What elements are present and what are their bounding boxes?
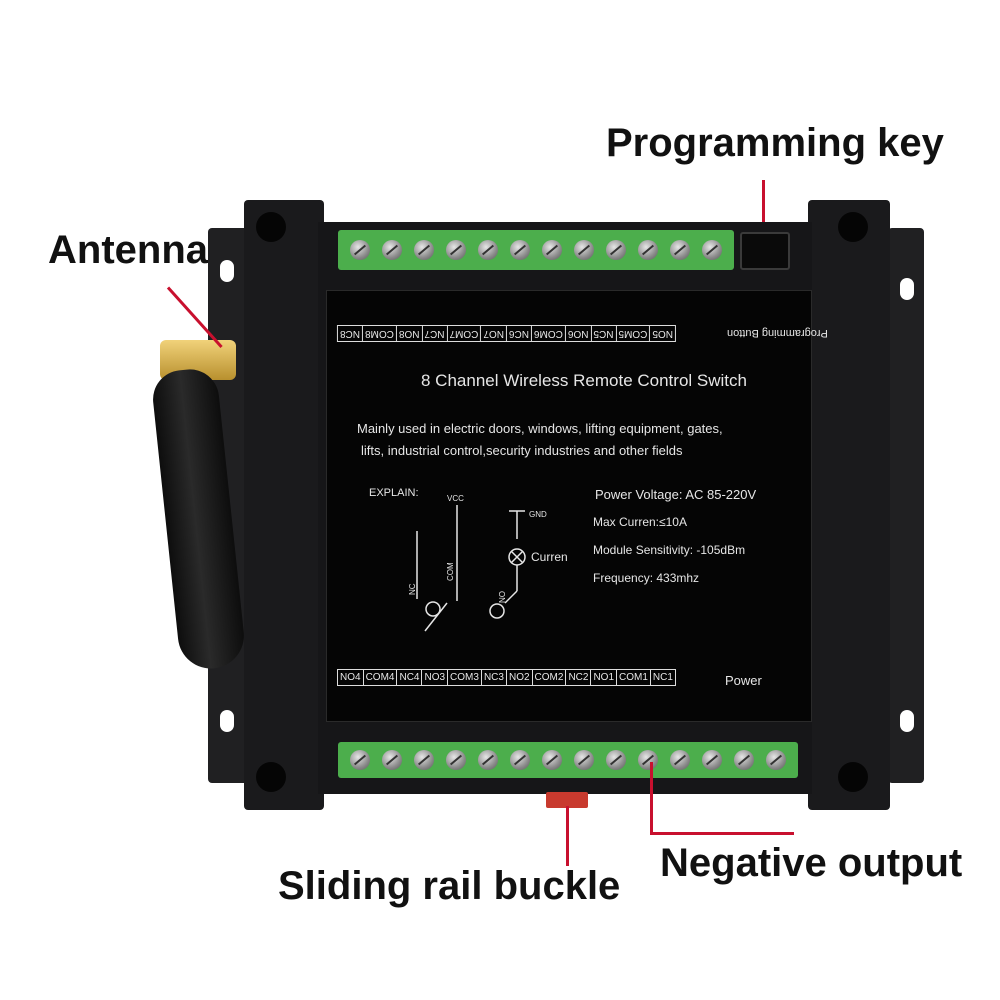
no-label: NO	[498, 591, 507, 603]
terminal-label: NO1	[591, 670, 618, 685]
enclosure-left	[244, 200, 324, 810]
terminal-label: COM5	[615, 326, 650, 341]
terminal-screw	[574, 750, 594, 770]
bottom-terminal-labels: NO4 COM4 NC4 NO3 COM3 NC3 NO2 COM2 NC2 N…	[337, 669, 676, 686]
enclosure-right	[808, 200, 890, 810]
terminal-screw	[670, 240, 690, 260]
terminal-screw	[606, 240, 626, 260]
com-label: COM	[446, 562, 455, 581]
negative-output-leader-h	[650, 832, 794, 835]
terminal-label: COM8	[362, 326, 396, 341]
terminal-label: NC2	[566, 670, 592, 685]
sliding-rail-buckle-callout: Sliding rail buckle	[278, 864, 621, 908]
corner-hole	[256, 212, 286, 242]
terminal-label: NO2	[507, 670, 533, 685]
spec-max-current: Max Curren:≤10A	[593, 515, 687, 529]
terminal-label: NO3	[422, 670, 449, 685]
terminal-screw	[670, 750, 690, 770]
terminal-screw	[638, 240, 658, 260]
terminal-screw	[446, 750, 466, 770]
rail-buckle	[546, 792, 588, 808]
corner-hole	[838, 762, 868, 792]
corner-hole	[256, 762, 286, 792]
terminal-screw	[638, 750, 658, 770]
terminal-label: NC6	[505, 326, 531, 341]
description-line-2: lifts, industrial control,security indus…	[361, 443, 683, 458]
terminal-screw	[446, 240, 466, 260]
terminal-label: COM2	[533, 670, 567, 685]
antenna-callout: Antenna	[48, 228, 208, 272]
mount-hole	[220, 710, 234, 732]
terminal-label: NC1	[652, 672, 673, 683]
terminal-label: NO6	[564, 326, 591, 341]
vcc-label: VCC	[447, 494, 464, 503]
terminal-label: NC3	[482, 670, 507, 685]
terminal-label: NC7	[421, 326, 447, 341]
terminal-screw	[510, 750, 530, 770]
label-panel: NO5 COM5 NC5 NO6 COM6 NC6 NO7 COM7 NC7 N…	[326, 290, 828, 722]
terminal-screw	[414, 240, 434, 260]
top-terminal-block	[338, 230, 734, 270]
terminal-label: COM6	[530, 326, 565, 341]
terminal-screw	[766, 750, 786, 770]
terminal-screw	[542, 750, 562, 770]
power-label: Power	[725, 673, 762, 688]
explain-label: EXPLAIN:	[369, 487, 419, 499]
terminal-screw	[350, 750, 370, 770]
terminal-screw	[702, 750, 722, 770]
corner-hole	[838, 212, 868, 242]
terminal-label: NO4	[338, 670, 364, 685]
terminal-screw	[350, 240, 370, 260]
gnd-label: GND	[529, 510, 547, 519]
spec-module-sensitivity: Module Sensitivity: -105dBm	[593, 543, 746, 557]
terminal-screw	[478, 750, 498, 770]
spec-frequency: Frequency: 433mhz	[593, 571, 700, 585]
terminal-label: COM7	[446, 326, 481, 341]
nc-label: NC	[408, 583, 417, 595]
programming-button[interactable]	[740, 232, 790, 270]
terminal-label: NO7	[480, 326, 506, 341]
spec-power-voltage: Power Voltage: AC 85-220V	[595, 487, 757, 502]
rail-buckle-leader	[566, 806, 569, 866]
mount-hole	[900, 278, 914, 300]
terminal-screw	[382, 240, 402, 260]
panel-title: 8 Channel Wireless Remote Control Switch	[421, 371, 747, 390]
description-line-1: Mainly used in electric doors, windows, …	[357, 421, 723, 436]
terminal-screw	[702, 240, 722, 260]
terminal-label: COM1	[617, 670, 651, 685]
terminal-screw	[510, 240, 530, 260]
mount-hole	[900, 710, 914, 732]
terminal-screw	[574, 240, 594, 260]
programming-key-callout: Programming key	[606, 121, 944, 165]
terminal-label: NO8	[395, 326, 422, 341]
bottom-terminal-block	[338, 742, 798, 778]
top-terminal-labels: NO5 COM5 NC5 NO6 COM6 NC6 NO7 COM7 NC7 N…	[337, 325, 676, 342]
negative-output-callout: Negative output	[660, 841, 963, 885]
terminal-screw	[734, 750, 754, 770]
terminal-screw	[606, 750, 626, 770]
terminal-label: COM4	[364, 670, 398, 685]
mount-hole	[220, 260, 234, 282]
wiring-diagram: VCC GND Curren COM NC NO	[408, 494, 568, 632]
terminal-label: NC4	[397, 670, 423, 685]
terminal-screw	[414, 750, 434, 770]
terminal-label: NC5	[590, 326, 616, 341]
terminal-label: COM3	[448, 670, 482, 685]
negative-output-leader-v	[650, 762, 653, 834]
curren-label: Curren	[531, 550, 568, 564]
terminal-label: NC8	[340, 328, 361, 339]
terminal-label: NO5	[649, 326, 675, 341]
right-mounting-plate	[888, 228, 924, 783]
terminal-screw	[382, 750, 402, 770]
terminal-screw	[542, 240, 562, 260]
programming-key-leader	[762, 180, 765, 222]
terminal-screw	[478, 240, 498, 260]
programming-button-label: Programming Button	[727, 327, 828, 339]
